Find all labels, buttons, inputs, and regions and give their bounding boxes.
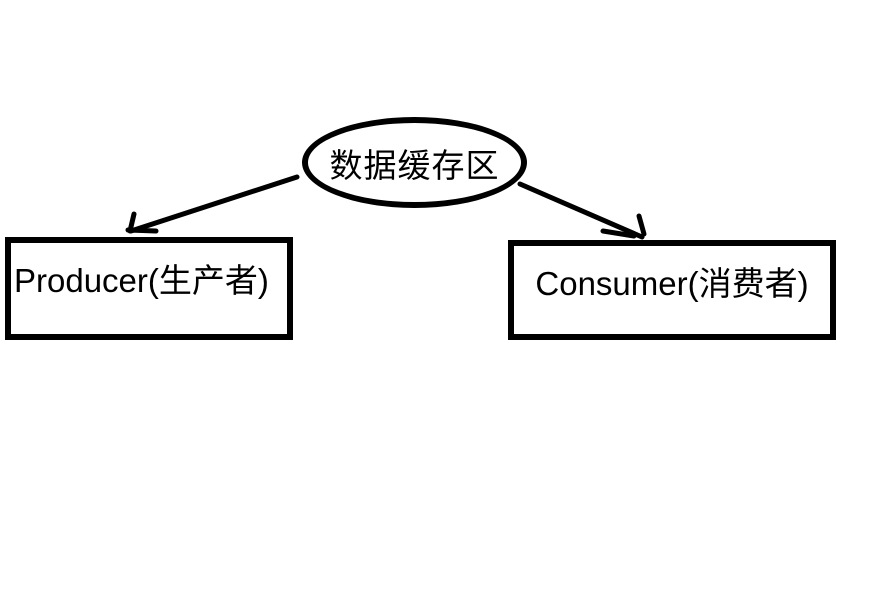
- node-consumer: Consumer(消费者): [508, 240, 836, 340]
- node-consumer-label: Consumer(消费者): [535, 265, 809, 302]
- node-data-buffer-label: 数据缓存区: [329, 146, 500, 184]
- arrow-buffer-to-consumer: [517, 181, 647, 240]
- node-producer-label: Producer(生产者): [14, 262, 269, 299]
- node-producer: Producer(生产者): [5, 237, 293, 340]
- node-data-buffer: 数据缓存区: [302, 117, 527, 208]
- arrow-buffer-to-producer: [125, 174, 300, 234]
